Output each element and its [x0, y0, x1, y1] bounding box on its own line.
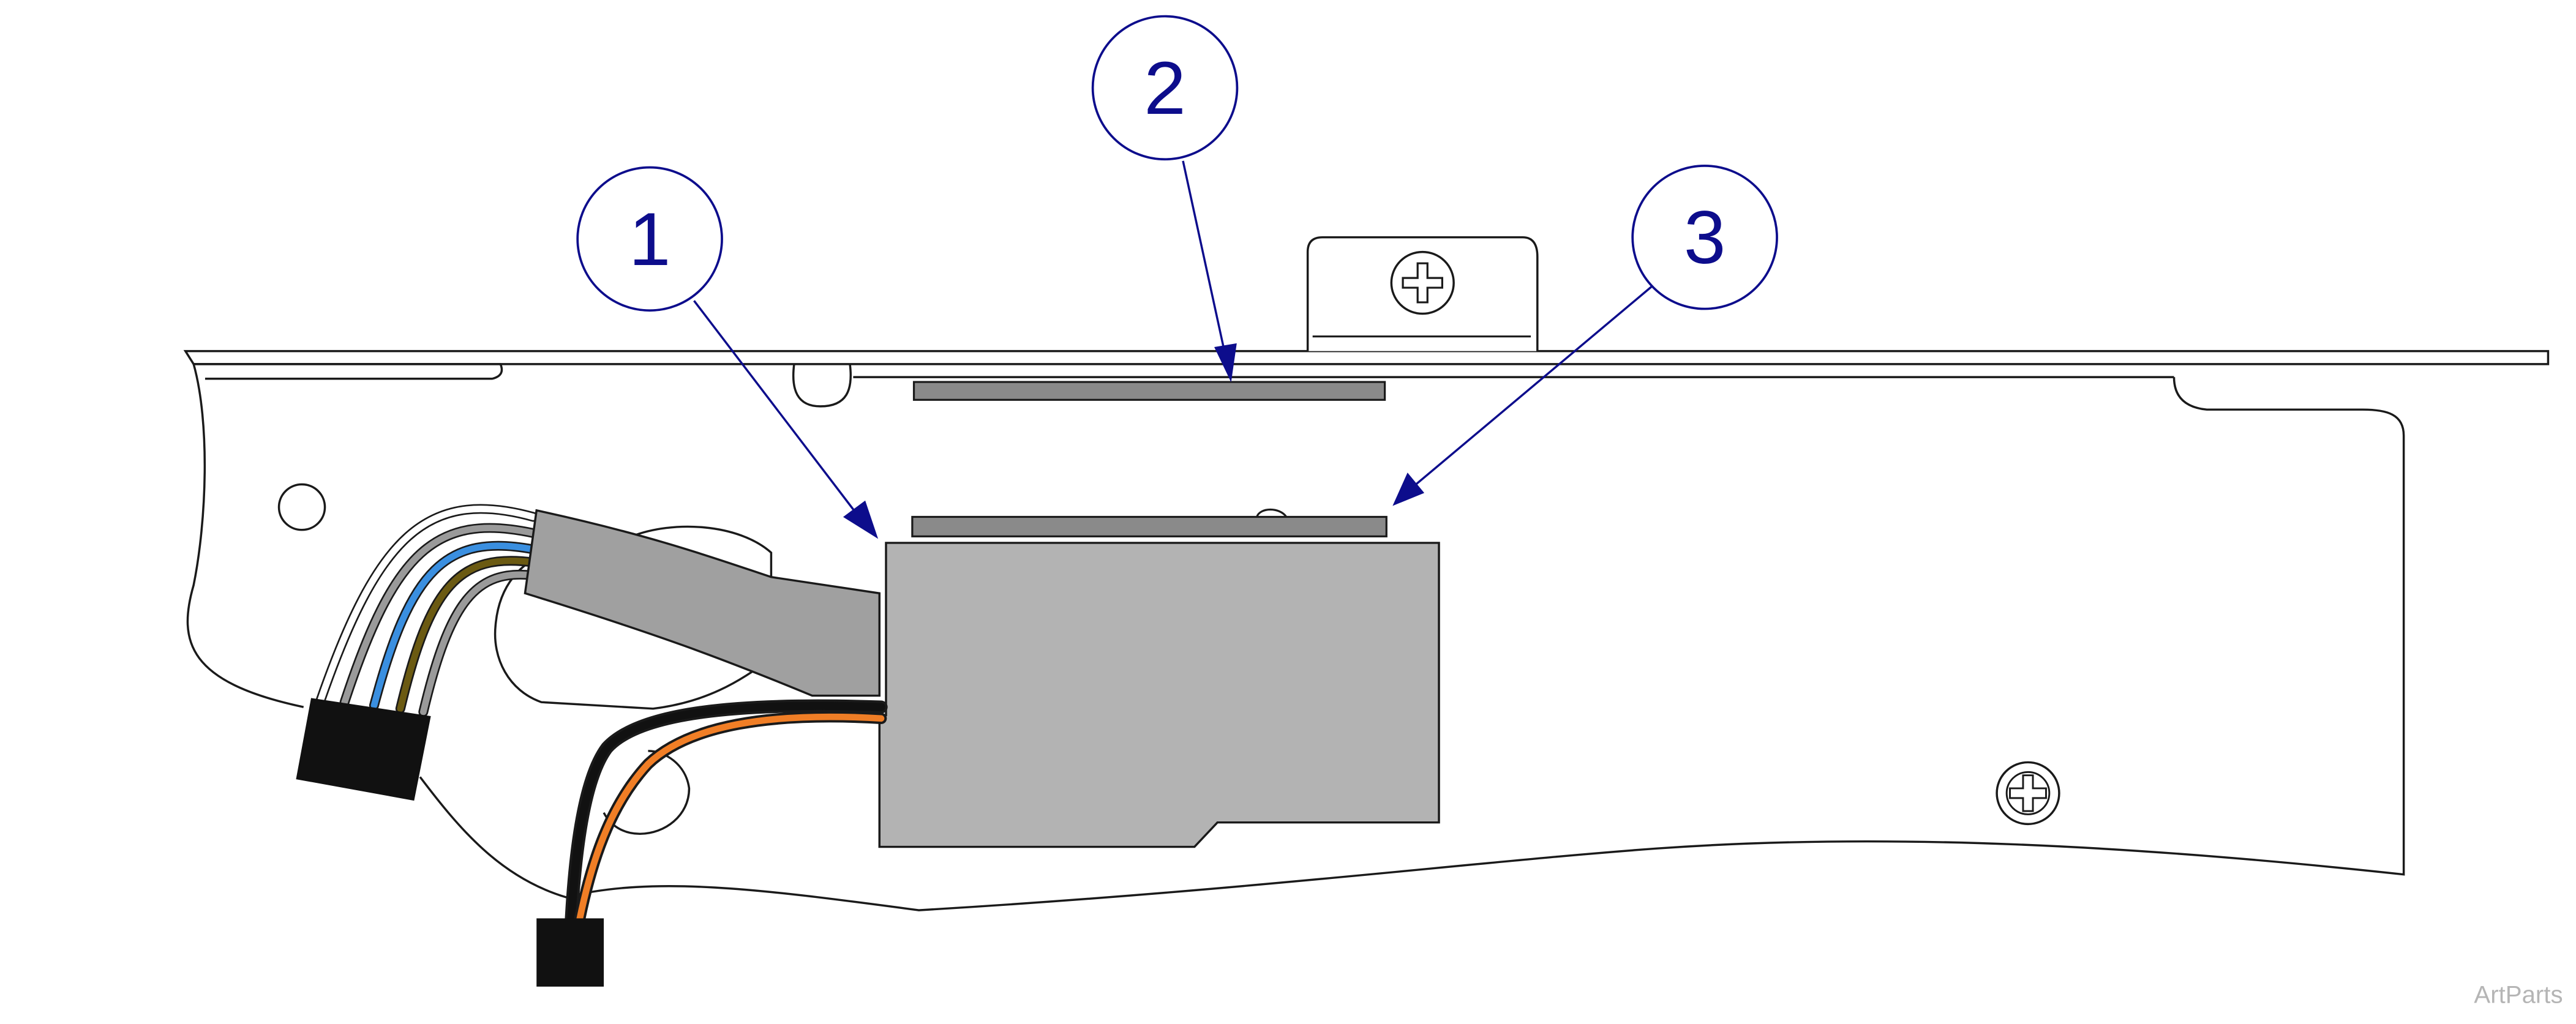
- arrowhead-2: [1214, 343, 1237, 383]
- watermark-text: ArtParts: [2474, 982, 2563, 1009]
- top-rail: [183, 349, 2550, 365]
- callout-3-label: 3: [1684, 196, 1726, 280]
- callout-2-label: 2: [1144, 47, 1186, 130]
- leader-line-3: [1415, 285, 1653, 485]
- round-boss: [603, 750, 691, 835]
- ribbon-wires: [315, 504, 538, 717]
- module-box: [878, 542, 1440, 848]
- inner-cutout: [494, 525, 773, 710]
- left-rail-lip: [193, 363, 503, 380]
- callout-1: 1: [576, 166, 723, 312]
- housing-bottom: [419, 377, 2405, 911]
- left-connector: [296, 698, 431, 801]
- leader-line-2: [1182, 160, 1225, 350]
- callout-1-label: 1: [629, 198, 671, 281]
- leader-lines: [693, 160, 1653, 539]
- leader-line-1: [693, 300, 858, 515]
- cable-sleeve: [524, 509, 881, 697]
- right-screw-icon: [1996, 761, 2060, 826]
- callout-3: 3: [1631, 165, 1778, 310]
- callout-2: 2: [1091, 15, 1239, 161]
- upper-bar: [912, 381, 1386, 401]
- bracket-screw-icon: [1390, 250, 1455, 315]
- bottom-connector: [536, 918, 604, 987]
- arrowhead-3: [1392, 473, 1425, 506]
- rail-notch: [792, 364, 852, 408]
- top-bracket: [1306, 236, 1539, 351]
- lower-bar-tab: [1256, 509, 1288, 518]
- lower-wires: [564, 699, 888, 936]
- arrowhead-1: [843, 500, 879, 539]
- mounting-hole: [277, 483, 326, 531]
- housing-body: [186, 364, 304, 708]
- lower-bar: [911, 515, 1388, 537]
- housing: [183, 349, 2550, 911]
